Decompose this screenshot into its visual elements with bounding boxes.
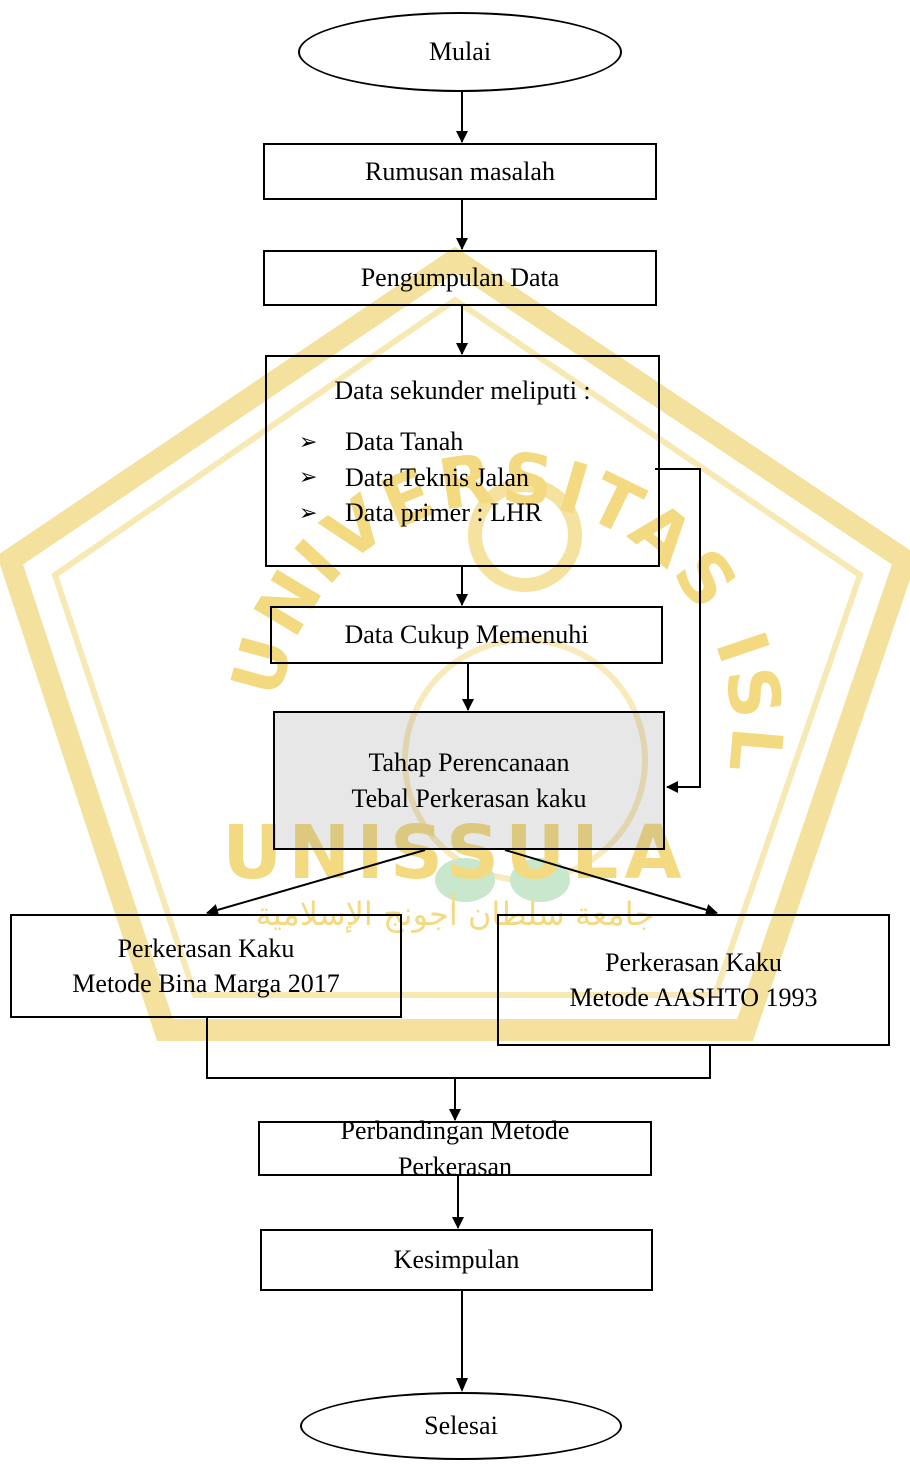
watermark-name: UNISSULA	[222, 810, 687, 896]
list-item: ➢ Data Tanah	[299, 424, 658, 460]
list-item: ➢ Data Teknis Jalan	[299, 460, 658, 496]
tahap-line-1: Tahap Perencanaan	[368, 748, 570, 778]
arrow-tahap-to-aashto	[504, 849, 718, 916]
list-item-label: Data Teknis Jalan	[345, 462, 529, 492]
end-label: Selesai	[424, 1411, 498, 1441]
data-cukup-box: Data Cukup Memenuhi	[270, 606, 663, 664]
aashto-line-1: Perkerasan Kaku	[605, 947, 782, 977]
perbandingan-line-1: Perbandingan Metode	[340, 1116, 570, 1146]
aashto-line-2: Metode AASHTO 1993	[569, 983, 818, 1012]
kesimpulan-label: Kesimpulan	[393, 1245, 520, 1275]
perbandingan-box: Perbandingan Metode Perkerasan	[258, 1116, 652, 1181]
list-item: ➢ Data primer : LHR	[299, 495, 658, 531]
arrow-bullet-icon: ➢	[299, 428, 318, 454]
start-terminal: Mulai	[298, 12, 622, 92]
bina-marga-line-2: Metode Bina Marga 2017	[72, 969, 340, 998]
aashto-box: Perkerasan Kaku Metode AASHTO 1993	[497, 914, 890, 1046]
kesimpulan-box: Kesimpulan	[260, 1229, 653, 1291]
data-cukup-label: Data Cukup Memenuhi	[344, 620, 589, 650]
tahap-line-2: Tebal Perkerasan kaku	[351, 783, 587, 813]
rumusan-masalah-label: Rumusan masalah	[365, 156, 555, 186]
merge-line	[206, 1018, 711, 1079]
arrow-tahap-to-binamarga	[206, 849, 426, 916]
tahap-perencanaan-box: Tahap Perencanaan Tebal Perkerasan kaku	[273, 711, 665, 850]
start-label: Mulai	[428, 37, 492, 67]
arrow-datasekunder-bypass-to-tahap	[655, 468, 701, 793]
data-sekunder-title: Data sekunder meliputi :	[334, 376, 591, 405]
list-item-label: Data primer : LHR	[345, 498, 543, 528]
perbandingan-line-2: Perkerasan	[397, 1151, 513, 1181]
data-sekunder-box: Data sekunder meliputi : ➢ Data Tanah ➢ …	[265, 355, 660, 567]
bina-marga-line-1: Perkerasan Kaku	[117, 933, 295, 963]
watermark-arabic: جامعة سلطان أجونج الإسلامية	[256, 893, 654, 933]
pengumpulan-data-box: Pengumpulan Data	[263, 250, 657, 306]
pengumpulan-data-label: Pengumpulan Data	[360, 263, 560, 293]
arrow-bullet-icon: ➢	[299, 464, 318, 490]
data-sekunder-list: ➢ Data Tanah ➢ Data Teknis Jalan ➢ Data …	[267, 424, 658, 531]
arrow-bullet-icon: ➢	[299, 500, 318, 526]
end-terminal: Selesai	[300, 1392, 622, 1460]
bina-marga-box: Perkerasan Kaku Metode Bina Marga 2017	[10, 914, 402, 1018]
rumusan-masalah-box: Rumusan masalah	[263, 143, 657, 200]
list-item-label: Data Tanah	[345, 427, 464, 457]
